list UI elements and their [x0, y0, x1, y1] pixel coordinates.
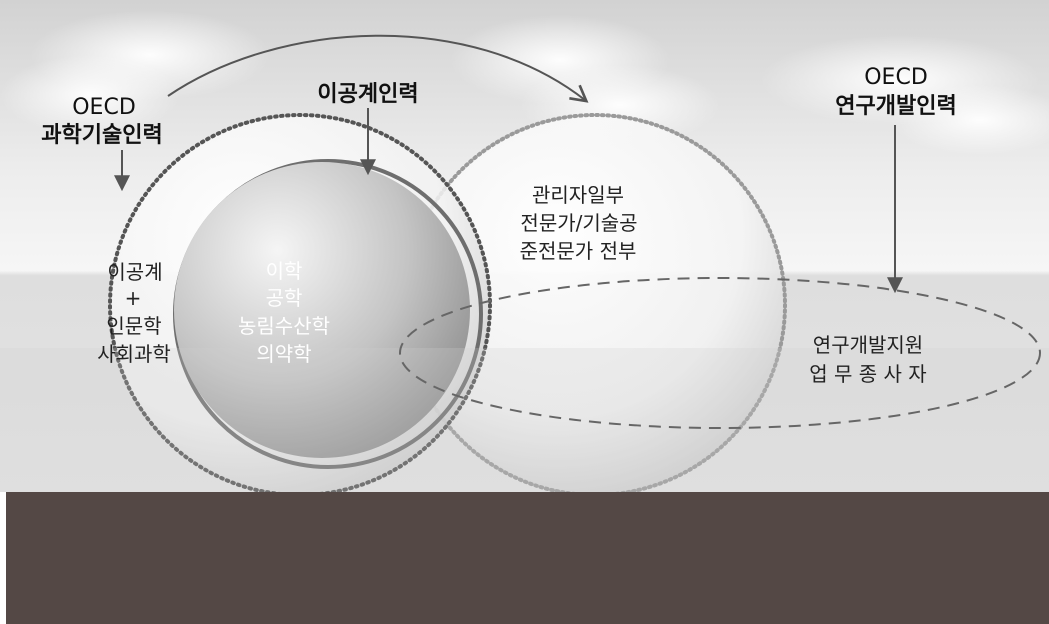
- ellipse-label-line1: 연구개발지원: [813, 333, 923, 357]
- outer-left-label-line1: 이공계: [107, 260, 162, 284]
- bottom-left-strip: [0, 492, 6, 624]
- right-label-line1: 관리자일부: [532, 183, 624, 207]
- outer-left-label-line4: 사회과학: [97, 342, 171, 366]
- horizon-band: [0, 348, 1049, 492]
- right-label-line2: 전문가/기술공: [520, 211, 637, 235]
- oecd-hrst-label-line2: 과학기술인력: [41, 123, 162, 148]
- inner-sphere: [174, 162, 470, 458]
- oecd-rd-label-line2: 연구개발인력: [835, 94, 956, 119]
- oecd-rd-label-line1: OECD: [864, 65, 928, 90]
- outer-left-label-line2: +: [125, 286, 142, 310]
- inner-label-line4: 의약학: [256, 342, 311, 366]
- bottom-bar: [0, 492, 1049, 624]
- stem-workforce-label: 이공계인력: [317, 82, 418, 107]
- inner-label-line1: 이학: [266, 259, 303, 283]
- inner-label-line2: 공학: [266, 286, 303, 310]
- cloud-decoration: [0, 10, 1049, 155]
- right-label-line3: 준전문가 전부: [520, 239, 637, 263]
- oecd-hrst-label-line1: OECD: [72, 95, 136, 120]
- rd-support-ellipse: [399, 277, 1041, 429]
- inner-label-line3: 농림수산학: [238, 314, 330, 338]
- ellipse-label-line2: 업 무 종 사 자: [809, 362, 926, 386]
- curved-arrow: [167, 34, 589, 103]
- outer-left-label-line3: 인문학: [106, 314, 161, 338]
- right-sphere: [405, 115, 785, 495]
